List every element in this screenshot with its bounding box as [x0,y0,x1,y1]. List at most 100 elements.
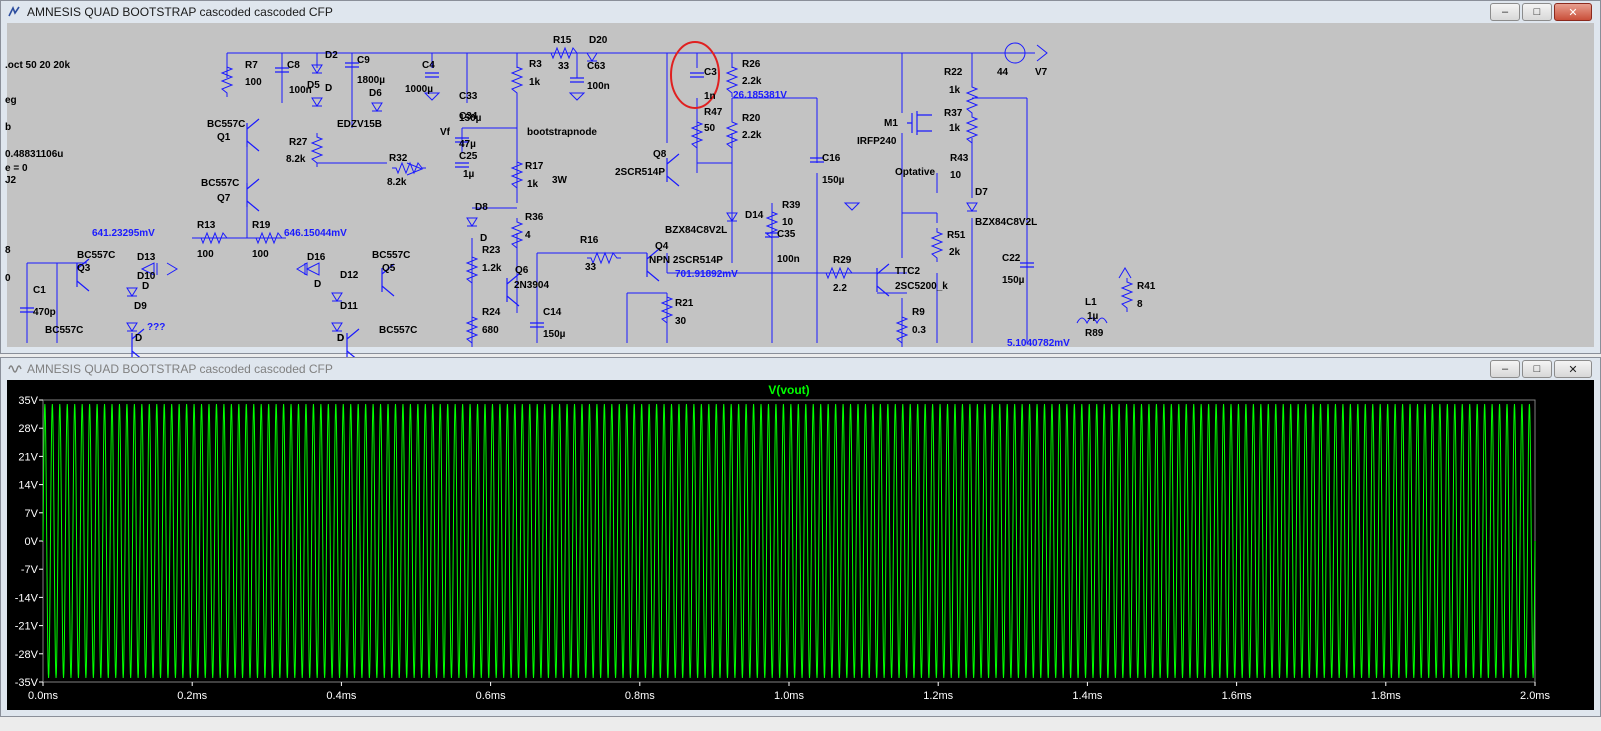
diode-symbol[interactable] [311,97,323,107]
close-button[interactable]: ✕ [1554,360,1592,378]
component-value-label: D [142,281,149,292]
capacitor-symbol[interactable] [345,62,359,68]
resistor-symbol[interactable] [587,251,621,265]
component-ref-label: R24 [482,307,501,318]
resistor-symbol[interactable] [197,231,231,245]
diode-symbol[interactable] [126,322,138,332]
resistor-symbol[interactable] [930,228,944,262]
inductor-symbol[interactable] [1076,317,1108,325]
diode-symbol[interactable] [586,52,598,62]
schematic-titlebar[interactable]: AMNESIS QUAD BOOTSTRAP cascoded cascoded… [1,1,1600,23]
diode-symbol[interactable] [966,202,978,212]
resistor-symbol[interactable] [220,63,234,97]
component-ref-label: R27 [289,137,308,148]
close-button[interactable]: ✕ [1554,3,1592,21]
capacitor-symbol[interactable] [765,232,779,238]
diode-symbol[interactable] [466,217,478,227]
voltage-source-symbol[interactable] [1004,42,1026,64]
component-ref-label: R15 [553,35,572,46]
waveform-window[interactable]: AMNESIS QUAD BOOTSTRAP cascoded cascoded… [0,357,1601,717]
resistor-symbol[interactable] [392,161,426,175]
spice-directive: 8 [5,245,11,256]
transistor-symbol[interactable] [876,263,890,297]
resistor-symbol[interactable] [725,63,739,97]
component-ref-label: R23 [482,245,501,256]
capacitor-symbol[interactable] [1020,262,1034,268]
capacitor-symbol[interactable] [810,157,824,163]
resistor-symbol[interactable] [725,118,739,152]
diode-symbol[interactable] [331,292,343,302]
resistor-symbol[interactable] [895,313,909,347]
trace-vout[interactable] [42,403,1536,679]
capacitor-symbol[interactable] [425,72,439,78]
component-value-label: 2SC5200_k [895,281,948,292]
resistor-symbol[interactable] [965,83,979,117]
component-ref-label: R26 [742,59,761,70]
resistor-symbol[interactable] [822,266,856,280]
capacitor-symbol[interactable] [275,67,289,73]
schematic-window[interactable]: AMNESIS QUAD BOOTSTRAP cascoded cascoded… [0,0,1601,362]
resistor-symbol[interactable] [465,253,479,287]
resistor-symbol[interactable] [510,218,524,252]
waveform-plot[interactable]: V(vout)35V28V21V14V7V0V-7V-14V-21V-28V-3… [7,380,1596,712]
component-ref-label: R22 [944,67,963,78]
flag-symbol [406,162,424,176]
flag-symbol [1118,267,1132,279]
component-value-label: 8.2k [387,177,407,188]
y-tick-label: -7V [21,564,39,576]
capacitor-symbol[interactable] [690,72,704,78]
capacitor-symbol[interactable] [530,322,544,328]
resistor-symbol[interactable] [660,293,674,327]
resistor-symbol[interactable] [252,231,286,245]
y-tick-label: 0V [25,536,39,548]
transistor-symbol[interactable] [506,273,520,307]
ltspice-icon [7,5,21,19]
resistor-symbol[interactable] [510,63,524,97]
diode-symbol[interactable] [140,262,158,276]
resistor-symbol[interactable] [465,313,479,347]
component-ref-label: R13 [197,220,216,231]
transistor-symbol[interactable] [76,258,90,292]
diode-symbol[interactable] [371,102,383,112]
component-value-label: 1k [529,77,541,88]
capacitor-symbol[interactable] [570,77,584,83]
capacitor-symbol[interactable] [455,137,469,143]
maximize-button[interactable]: □ [1522,360,1552,378]
resistor-symbol[interactable] [690,118,704,152]
maximize-button[interactable]: □ [1522,3,1552,21]
resistor-symbol[interactable] [1120,278,1134,312]
resistor-symbol[interactable] [547,46,581,60]
y-tick-label: -35V [15,677,39,689]
diode-symbol[interactable] [331,322,343,332]
component-value-label: 150µ [822,175,845,186]
diode-symbol[interactable] [726,212,738,222]
component-value-label: 2N3904 [514,280,549,291]
transistor-symbol[interactable] [246,118,260,152]
waveform-titlebar[interactable]: AMNESIS QUAD BOOTSTRAP cascoded cascoded… [1,358,1600,380]
component-value-label: 10 [950,170,962,181]
component-value-label: 1n [704,91,716,102]
resistor-symbol[interactable] [310,133,324,167]
window-title: AMNESIS QUAD BOOTSTRAP cascoded cascoded… [27,5,333,19]
diode-symbol[interactable] [311,64,323,74]
highlight-circle [670,41,720,109]
resistor-symbol[interactable] [510,158,524,192]
diode-symbol[interactable] [126,287,138,297]
mosfet-symbol[interactable] [907,111,932,135]
transistor-symbol[interactable] [646,248,660,282]
capacitor-symbol[interactable] [20,307,34,313]
diode-symbol[interactable] [304,262,320,276]
resistor-symbol[interactable] [765,208,779,242]
transistor-symbol[interactable] [666,153,680,187]
capacitor-symbol[interactable] [455,162,469,168]
transistor-symbol[interactable] [246,178,260,212]
minimize-button[interactable]: – [1490,3,1520,21]
resistor-symbol[interactable] [965,113,979,147]
minimize-button[interactable]: – [1490,360,1520,378]
component-value-label: 33 [585,262,597,273]
component-ref-label: R47 [704,107,723,118]
transistor-symbol[interactable] [381,263,395,297]
